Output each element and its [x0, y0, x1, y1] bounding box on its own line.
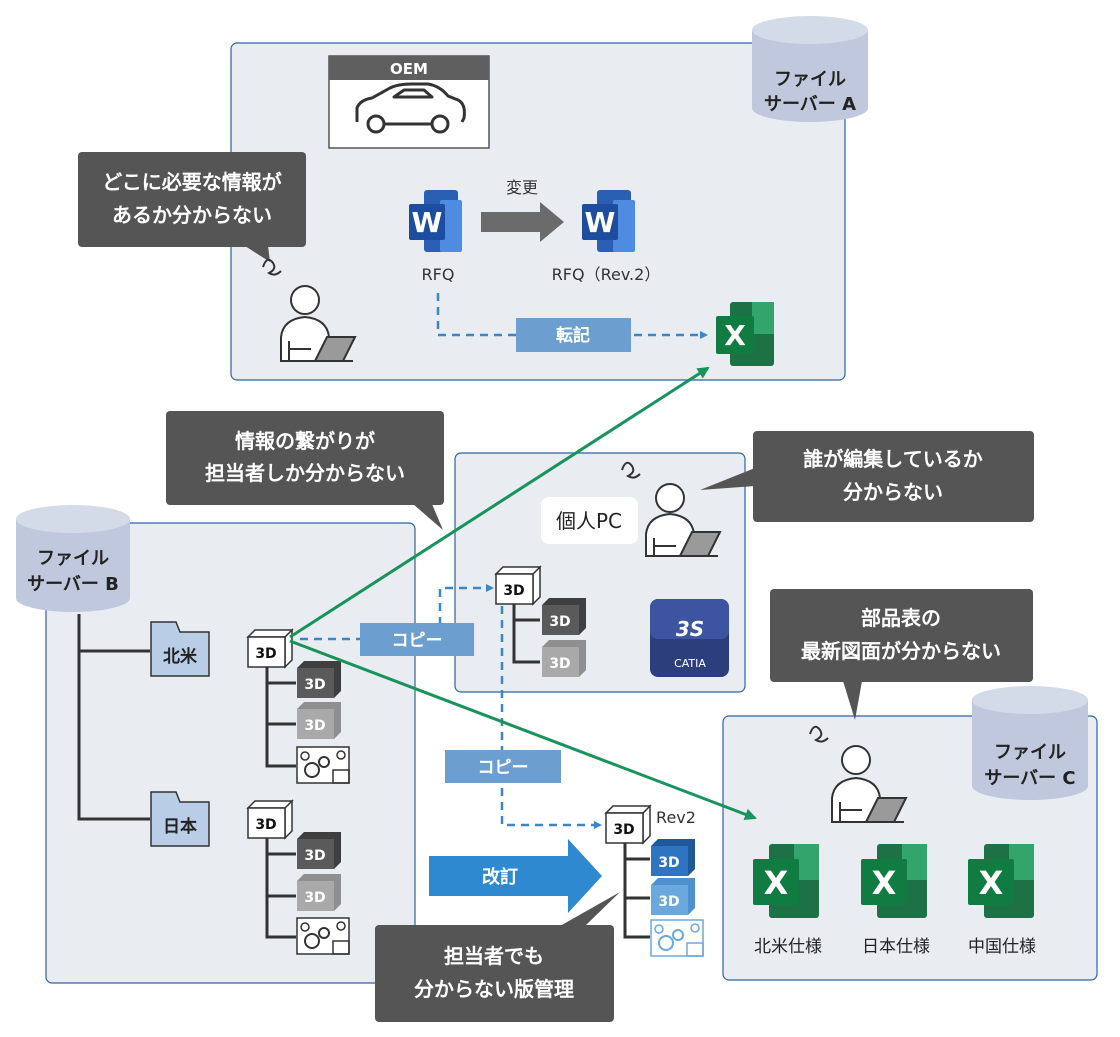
part-3d-icon: 3D — [297, 702, 341, 739]
svg-text:W: W — [585, 206, 616, 239]
database-icon: ファイル サーバー A — [752, 16, 868, 122]
database-icon: ファイル サーバー B — [16, 505, 130, 612]
svg-text:誰が編集しているか: 誰が編集しているか — [803, 447, 982, 471]
spec-label: 中国仕様 — [968, 937, 1036, 957]
svg-text:3D: 3D — [503, 583, 524, 599]
excel-icon: X — [968, 844, 1034, 918]
svg-text:3D: 3D — [255, 817, 276, 833]
oem-label: OEM — [390, 60, 428, 78]
svg-text:3D: 3D — [304, 890, 325, 906]
assembly-3d-icon: 3D — [246, 799, 294, 840]
rfq-label: RFQ — [422, 265, 455, 284]
svg-text:3S: 3S — [676, 617, 704, 641]
server-a-line1: ファイル — [774, 69, 846, 90]
copy-tag — [445, 750, 561, 783]
revise-label: 改訂 — [482, 866, 518, 888]
copy-tag — [360, 623, 474, 656]
change-arrow — [481, 202, 564, 242]
spec-label: 北米仕様 — [754, 937, 822, 957]
excel-icon: X — [753, 844, 819, 918]
svg-text:X: X — [872, 864, 897, 902]
folder-jp-label: 日本 — [163, 816, 197, 837]
svg-text:情報の繋がりが: 情報の繋がりが — [235, 429, 375, 453]
svg-text:X: X — [979, 864, 1004, 902]
svg-text:W: W — [412, 206, 443, 239]
svg-text:X: X — [724, 319, 746, 352]
svg-text:CATIA: CATIA — [674, 657, 706, 670]
drawing-icon — [296, 917, 350, 955]
svg-text:コピー: コピー — [478, 758, 529, 778]
svg-text:あるか分からない: あるか分からない — [112, 203, 272, 227]
part-3d-icon: 3D — [542, 598, 586, 635]
server-c-line2: サーバー C — [984, 768, 1075, 789]
transcribe-tag — [516, 318, 631, 352]
svg-text:分からない: 分からない — [843, 480, 943, 504]
user-laptop-icon — [809, 725, 908, 823]
drawing-icon — [650, 919, 704, 957]
word-icon: W — [582, 190, 635, 252]
svg-text:部品表の: 部品表の — [861, 606, 941, 630]
spec-label: 日本仕様 — [862, 937, 930, 957]
svg-text:3D: 3D — [304, 718, 325, 734]
bubble-version: 担当者でも 分からない版管理 — [375, 892, 620, 1022]
server-b-line1: ファイル — [37, 548, 109, 569]
transcribe-line — [436, 293, 708, 339]
svg-text:担当者でも: 担当者でも — [444, 944, 544, 968]
server-b-line2: サーバー B — [27, 574, 119, 595]
excel-icon: X — [716, 302, 774, 366]
svg-text:最新図面が分からない: 最新図面が分からない — [801, 639, 1001, 663]
part-3d-icon: 3D — [297, 874, 341, 911]
svg-text:3D: 3D — [613, 822, 634, 838]
personal-pc-tag — [541, 497, 638, 544]
svg-text:分からない版管理: 分からない版管理 — [414, 977, 574, 1001]
bubble-who-edits: 誰が編集しているか 分からない — [700, 431, 1034, 522]
part-3d-icon: 3D — [542, 640, 586, 677]
assembly-3d-icon: 3D — [494, 565, 542, 606]
folder-na-label: 北米 — [163, 646, 198, 667]
svg-text:3D: 3D — [549, 614, 570, 630]
svg-text:X: X — [764, 864, 789, 902]
revise-arrow: 改訂 — [429, 839, 602, 913]
server-c-line1: ファイル — [994, 742, 1066, 763]
transcribe-label: 転記 — [556, 325, 590, 346]
svg-text:3D: 3D — [304, 848, 325, 864]
car-icon — [355, 82, 466, 134]
svg-text:3D: 3D — [255, 646, 276, 662]
link-arrow-to-excel-a — [289, 366, 710, 639]
personal-pc-label: 個人PC — [556, 509, 622, 533]
server-a-line2: サーバー A — [764, 94, 856, 115]
user-laptop-icon — [262, 258, 357, 362]
part-3d-icon: 3D — [651, 878, 695, 915]
svg-text:担当者しか分からない: 担当者しか分からない — [205, 461, 405, 485]
svg-text:3D: 3D — [658, 855, 679, 871]
bubble-bom: 部品表の 最新図面が分からない — [770, 589, 1033, 720]
user-laptop-icon — [621, 461, 722, 557]
word-icon: W — [409, 190, 462, 252]
part-3d-icon: 3D — [297, 661, 341, 698]
rev2-label: Rev2 — [656, 808, 696, 827]
part-3d-icon: 3D — [297, 832, 341, 869]
svg-text:どこに必要な情報が: どこに必要な情報が — [102, 170, 281, 194]
svg-text:コピー: コピー — [392, 631, 443, 651]
tree-lines — [77, 604, 650, 939]
svg-text:3D: 3D — [549, 656, 570, 672]
bubble-relations: 情報の繋がりが 担当者しか分からない — [166, 411, 444, 530]
oem-box: OEM — [328, 55, 490, 149]
drawing-icon — [296, 746, 350, 784]
part-3d-icon: 3D — [651, 839, 695, 876]
assembly-3d-icon: 3D — [246, 628, 294, 669]
change-label: 変更 — [506, 178, 538, 197]
excel-icon: X — [861, 844, 927, 918]
folder-icon: 日本 — [150, 791, 210, 847]
bubble-where-info: どこに必要な情報が あるか分からない — [78, 152, 306, 262]
svg-text:3D: 3D — [658, 894, 679, 910]
assembly-3d-icon: 3D — [604, 804, 652, 845]
copy-line-to-rev2 — [500, 606, 602, 829]
svg-text:3D: 3D — [304, 677, 325, 693]
catia-icon: 3S CATIA — [650, 599, 729, 677]
rfq-rev2-label: RFQ（Rev.2） — [552, 265, 661, 284]
link-arrow-to-server-c — [289, 639, 757, 821]
database-icon: ファイル サーバー C — [972, 686, 1088, 800]
folder-icon: 北米 — [150, 621, 210, 677]
